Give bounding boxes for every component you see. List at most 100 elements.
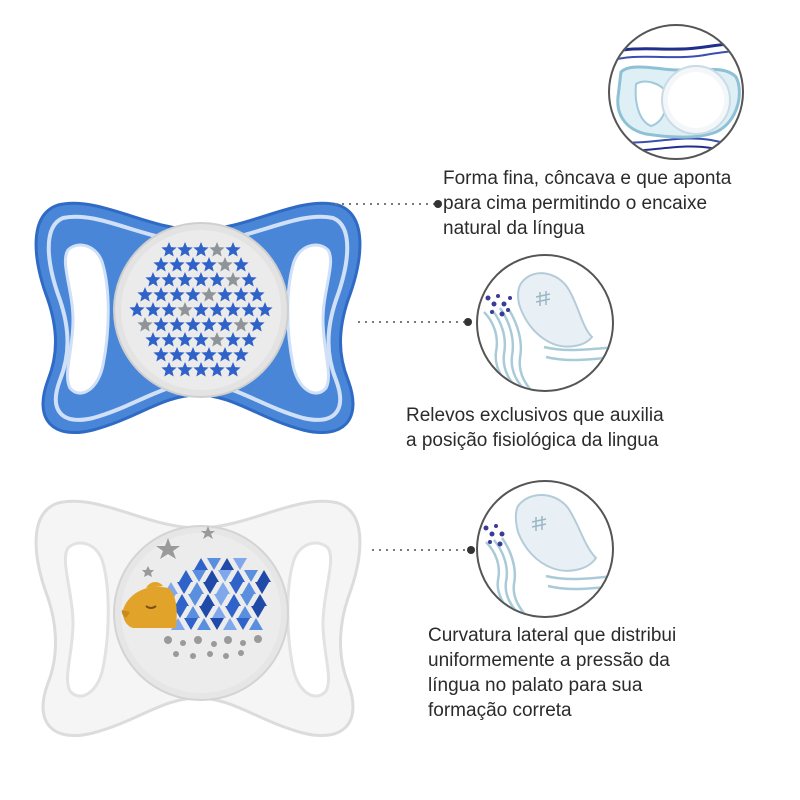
star-decoration xyxy=(241,302,257,317)
hedgehog-spine xyxy=(231,570,245,582)
hedgehog-spine xyxy=(199,606,213,618)
caption-line: natural da língua xyxy=(443,218,585,239)
hedgehog-spine xyxy=(205,570,219,582)
hedgehog-spine xyxy=(184,618,198,630)
hedgehog-spine xyxy=(175,594,189,606)
hedgehog-spine xyxy=(192,570,206,582)
star-decoration xyxy=(193,272,209,287)
star-decoration xyxy=(233,287,249,302)
hedgehog-spine xyxy=(203,582,217,594)
hedgehog-spine xyxy=(257,570,271,582)
star-decoration xyxy=(217,287,233,302)
hedgehog-spine xyxy=(177,582,191,594)
star-decoration xyxy=(225,302,241,317)
star-decoration xyxy=(185,317,201,332)
hedgehog-spine xyxy=(216,582,230,594)
feature-caption-3: Curvatura lateral que distribui uniforme… xyxy=(428,623,676,723)
hedgehog-spine xyxy=(238,606,252,618)
hedgehog-spine xyxy=(223,618,237,630)
hedgehog-spine xyxy=(220,558,234,570)
star-decoration xyxy=(177,362,193,377)
hedgehog-spine xyxy=(251,606,265,618)
caption-line: para cima permitindo o encaixe xyxy=(443,193,708,214)
star-decoration xyxy=(169,317,185,332)
star-decoration xyxy=(153,257,169,272)
star-decoration xyxy=(169,347,185,362)
white-hedgehog-pacifier-image xyxy=(34,499,362,738)
star-decoration xyxy=(193,242,209,257)
star-decoration xyxy=(249,317,265,332)
star-decoration xyxy=(161,362,177,377)
hedgehog-spine xyxy=(194,558,208,570)
star-decoration xyxy=(161,272,177,287)
star-decoration xyxy=(209,362,225,377)
star-decoration xyxy=(225,242,241,257)
hedgehog-spine xyxy=(179,570,193,582)
star-decoration xyxy=(161,242,177,257)
feature-caption-2: Relevos exclusivos que auxilia a posição… xyxy=(406,403,664,453)
hedgehog-spine xyxy=(190,582,204,594)
star-decoration xyxy=(169,287,185,302)
star-decoration xyxy=(201,257,217,272)
hedgehog-spine xyxy=(188,594,202,606)
star-decoration xyxy=(193,302,209,317)
hedgehog-spine xyxy=(233,558,247,570)
star-decoration xyxy=(185,257,201,272)
caption-line: a posição fisiológica da lingua xyxy=(406,430,659,451)
star-decoration xyxy=(153,347,169,362)
hedgehog-spine xyxy=(225,606,239,618)
hedgehog-spine xyxy=(240,594,254,606)
blue-star-pacifier-image xyxy=(34,201,362,435)
hedgehog-spine xyxy=(253,594,267,606)
star-decoration xyxy=(257,302,273,317)
star-decoration xyxy=(225,332,241,347)
star-decoration xyxy=(169,257,185,272)
caption-line: uniformemente a pressão da xyxy=(428,650,670,671)
star-decoration xyxy=(241,332,257,347)
star-decoration xyxy=(153,317,169,332)
hedgehog-spine xyxy=(227,594,241,606)
star-decoration xyxy=(249,287,265,302)
caption-line: língua no palato para sua xyxy=(428,675,643,696)
star-decoration xyxy=(217,347,233,362)
leader-line-3 xyxy=(372,546,475,554)
star-decoration xyxy=(209,272,225,287)
leader-line-1 xyxy=(335,200,442,208)
caption-line: formação correta xyxy=(428,700,572,721)
hedgehog-spine xyxy=(236,618,250,630)
star-decoration xyxy=(185,347,201,362)
star-decoration xyxy=(145,332,161,347)
star-decoration xyxy=(153,287,169,302)
star-decoration xyxy=(161,302,177,317)
tongue-relief-icon xyxy=(476,254,614,392)
star-decoration xyxy=(209,242,225,257)
caption-line: Curvatura lateral que distribui xyxy=(428,625,677,646)
star-decoration xyxy=(177,332,193,347)
caption-line: Relevos exclusivos que auxilia xyxy=(406,405,664,426)
hedgehog-spine xyxy=(212,606,226,618)
star-decoration xyxy=(201,347,217,362)
star-decoration xyxy=(233,347,249,362)
star-decoration xyxy=(201,287,217,302)
star-decoration xyxy=(193,332,209,347)
star-decoration xyxy=(129,302,145,317)
star-decoration xyxy=(161,332,177,347)
leader-line-2 xyxy=(358,318,472,326)
hedgehog-spine xyxy=(197,618,211,630)
star-decoration xyxy=(225,362,241,377)
star-decoration xyxy=(177,302,193,317)
hedgehog-spine xyxy=(244,570,258,582)
hedgehog-spine xyxy=(186,606,200,618)
star-decoration xyxy=(185,287,201,302)
star-decoration xyxy=(201,317,217,332)
star-decoration xyxy=(233,257,249,272)
hedgehog-spine xyxy=(249,618,263,630)
star-decoration xyxy=(209,332,225,347)
palate-curvature-icon xyxy=(476,480,614,618)
caption-line: Forma fina, côncava e que aponta xyxy=(443,168,732,189)
star-decoration xyxy=(145,272,161,287)
hedgehog-spine xyxy=(218,570,232,582)
star-decoration xyxy=(217,317,233,332)
hedgehog-spine xyxy=(201,594,215,606)
star-decoration xyxy=(193,362,209,377)
